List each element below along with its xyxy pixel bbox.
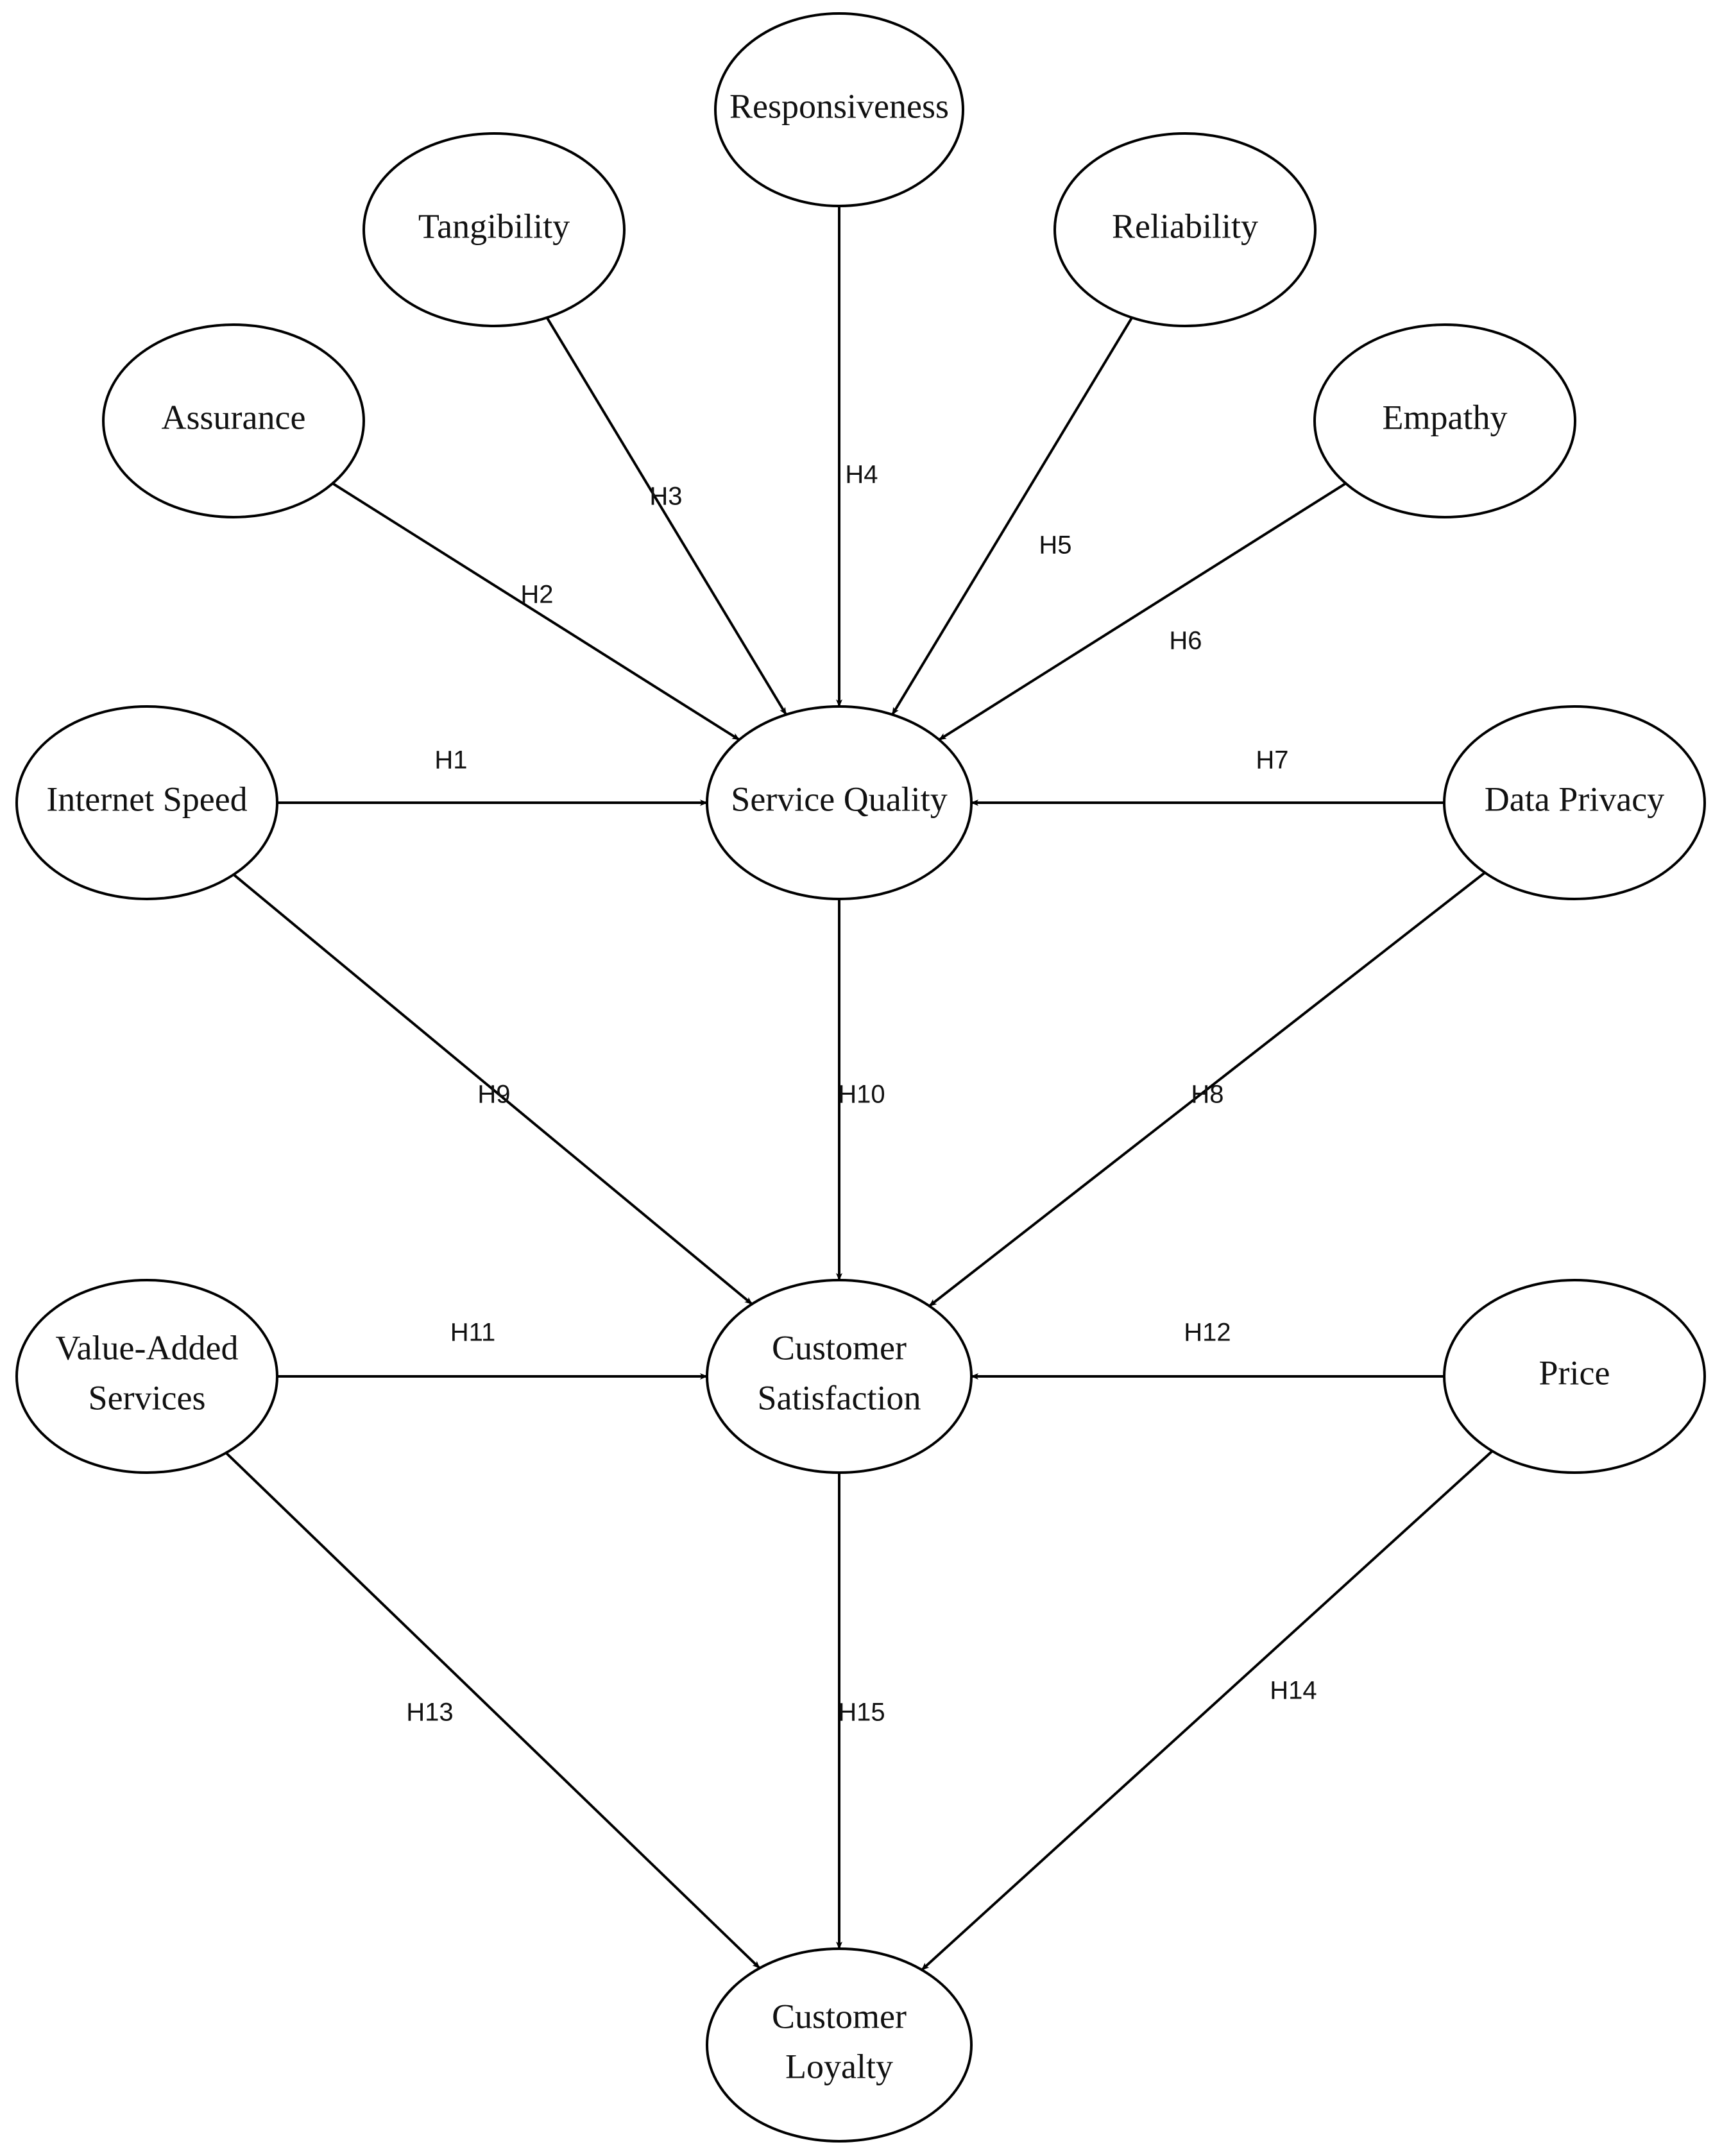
- arrow-line: [921, 1450, 1494, 1971]
- node-label: Internet Speed: [46, 780, 247, 818]
- node-label: Assurance: [162, 398, 306, 436]
- node-label: Customer: [772, 1328, 907, 1367]
- arrow-line: [545, 317, 787, 715]
- node-label: Customer: [772, 1997, 907, 2035]
- edge-h9: H9: [232, 873, 753, 1305]
- node-assurance: Assurance: [102, 323, 365, 518]
- edge-h14: H14: [921, 1450, 1494, 1971]
- node-internet-speed: Internet Speed: [15, 705, 278, 900]
- hypothesis-label: H12: [1184, 1319, 1231, 1347]
- arrow-line: [225, 1451, 761, 1969]
- node-ellipse: [706, 705, 973, 900]
- node-empathy: Empathy: [1313, 323, 1576, 518]
- node-ellipse: [15, 1279, 278, 1474]
- node-ellipse: [1443, 1279, 1706, 1474]
- node-label: Responsiveness: [729, 87, 949, 125]
- edge-h8: H8: [928, 871, 1486, 1307]
- node-label: Reliability: [1112, 207, 1258, 245]
- edge-h1: H1: [277, 746, 708, 806]
- node-ellipse: [15, 705, 278, 900]
- node-ellipse: [362, 132, 626, 327]
- node-service-quality: Service Quality: [706, 705, 973, 900]
- hypothesis-label: H1: [434, 746, 467, 774]
- edge-h2: H2: [332, 482, 740, 741]
- node-price: Price: [1443, 1279, 1706, 1474]
- node-reliability: Reliability: [1053, 132, 1317, 327]
- arrow-line: [891, 316, 1134, 715]
- node-ellipse: [706, 1947, 973, 2143]
- hypothesis-label: H8: [1191, 1081, 1223, 1109]
- node-ellipse: [1313, 323, 1576, 518]
- node-ellipse: [102, 323, 365, 518]
- edge-h15: H15: [836, 1473, 885, 1949]
- edge-h4: H4: [836, 206, 878, 707]
- arrow-line: [938, 482, 1347, 741]
- node-label: Service Quality: [731, 780, 947, 818]
- hypothesis-label: H10: [838, 1081, 885, 1109]
- edge-h5: H5: [891, 316, 1134, 715]
- edge-h12: H12: [971, 1319, 1444, 1380]
- node-ellipse: [714, 12, 964, 207]
- edge-h7: H7: [971, 746, 1444, 806]
- node-label: Services: [89, 1378, 206, 1417]
- node-label: Tangibility: [418, 207, 570, 245]
- hypothesis-label: H11: [450, 1319, 495, 1347]
- node-label: Loyalty: [785, 2047, 893, 2085]
- arrow-line: [928, 871, 1486, 1307]
- hypothesis-label: H14: [1270, 1677, 1317, 1705]
- node-responsiveness: Responsiveness: [714, 12, 964, 207]
- node-label: Satisfaction: [758, 1378, 921, 1417]
- node-ellipse: [1053, 132, 1317, 327]
- node-ellipse: [706, 1279, 973, 1474]
- hypothesis-label: H2: [520, 581, 553, 609]
- edge-h3: H3: [545, 317, 787, 715]
- hypothesis-label: H15: [838, 1698, 885, 1727]
- arrow-line: [232, 873, 753, 1305]
- arrow-line: [332, 482, 740, 741]
- edge-h10: H10: [836, 899, 885, 1281]
- node-data-privacy: Data Privacy: [1443, 705, 1706, 900]
- node-ellipse: [1443, 705, 1706, 900]
- node-label: Price: [1539, 1353, 1610, 1392]
- node-label: Value-Added: [56, 1328, 239, 1367]
- node-label: Data Privacy: [1485, 780, 1664, 818]
- node-tangibility: Tangibility: [362, 132, 626, 327]
- hypothesis-label: H5: [1039, 531, 1071, 560]
- hypothesis-label: H13: [406, 1698, 453, 1727]
- edge-h6: H6: [938, 482, 1347, 741]
- hypothesis-label: H7: [1256, 746, 1288, 774]
- hypothesis-label: H3: [649, 483, 682, 511]
- edge-h13: H13: [225, 1451, 761, 1969]
- hypothesis-label: H4: [845, 461, 878, 489]
- hypothesis-label: H9: [477, 1081, 510, 1109]
- node-label: Empathy: [1383, 398, 1508, 436]
- edge-h11: H11: [277, 1319, 708, 1380]
- hypothesis-label: H6: [1169, 627, 1202, 655]
